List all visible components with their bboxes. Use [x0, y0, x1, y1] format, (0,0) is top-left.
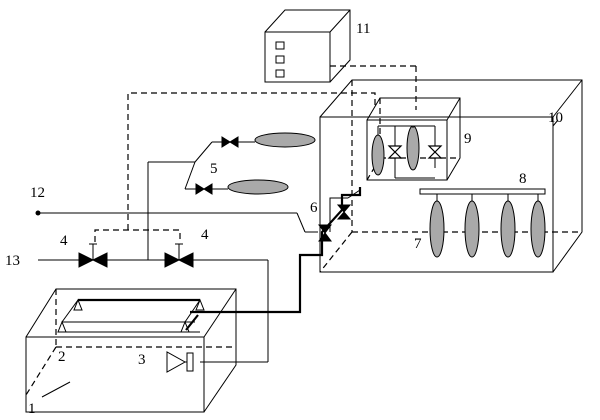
reservoir-pair [147, 132, 316, 260]
label-10: 10 [548, 110, 563, 126]
label-3: 3 [138, 352, 146, 368]
label-1: 1 [28, 401, 36, 417]
sample-manifold [419, 188, 546, 258]
support-frame [57, 298, 205, 333]
label-6: 6 [310, 200, 318, 216]
pump [166, 351, 194, 373]
label-8: 8 [519, 171, 527, 187]
label-9: 9 [464, 131, 472, 147]
inlet-point-12 [35, 210, 41, 216]
label-11: 11 [356, 21, 370, 37]
label-5: 5 [210, 161, 218, 177]
control-box [264, 9, 351, 83]
water-tank [25, 288, 237, 413]
label-4-right: 4 [201, 227, 209, 243]
label-2: 2 [58, 349, 66, 365]
piping [38, 65, 417, 363]
label-4-left: 4 [60, 233, 68, 249]
leader-lines [41, 119, 559, 398]
label-7: 7 [414, 236, 422, 252]
label-12: 12 [30, 185, 45, 201]
valve-left [78, 243, 108, 268]
label-13: 13 [5, 253, 20, 269]
valve-right [164, 243, 194, 268]
valve-cluster [318, 204, 352, 242]
inner-box [366, 97, 461, 181]
